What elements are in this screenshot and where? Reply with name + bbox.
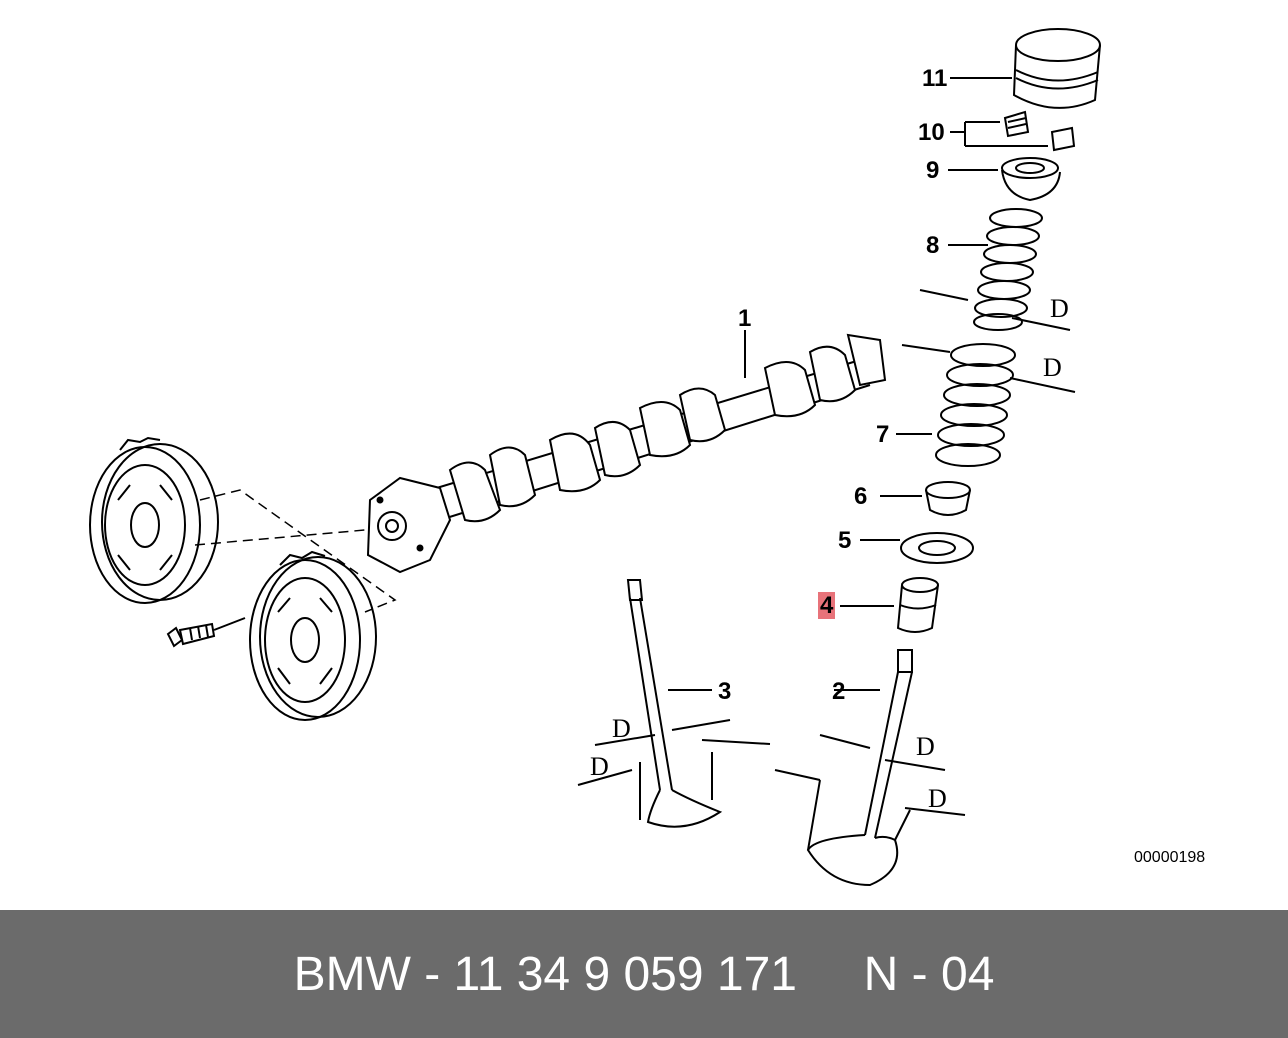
valve-keepers	[950, 112, 1074, 150]
dimension-d-label: D	[928, 784, 947, 813]
callout-5: 5	[838, 527, 852, 554]
callout-6: 6	[854, 483, 868, 510]
dimension-d-label: D	[916, 732, 935, 761]
sprocket-lower	[250, 552, 376, 720]
callout-7: 7	[876, 421, 890, 448]
valve-guide	[840, 578, 938, 632]
callout-10: 10	[918, 119, 945, 146]
callout-1: 1	[738, 305, 752, 332]
footer-text: BMW - 11 34 9 059 171 N - 04	[0, 910, 1288, 1038]
part-number: BMW - 11 34 9 059 171	[293, 947, 797, 1001]
footer-spacer	[797, 947, 864, 1002]
valve-2	[775, 650, 965, 885]
valve-3	[578, 580, 770, 827]
callout-9: 9	[926, 157, 940, 184]
callout-8: 8	[926, 232, 940, 259]
spring-seat-washer	[860, 533, 973, 563]
diagram-position: N - 04	[863, 947, 995, 1001]
drawing-code: 00000198	[1134, 849, 1206, 866]
bucket-tappet	[950, 29, 1100, 108]
inner-valve-spring	[948, 209, 1042, 330]
callout-4: 4	[818, 592, 836, 619]
callout-11: 11	[922, 65, 948, 92]
dimension-d-label: D	[612, 714, 631, 743]
sprocket-upper	[90, 438, 218, 603]
callout-4-highlight: 4	[818, 592, 836, 619]
dimension-d-label: D	[1043, 353, 1062, 382]
callout-3: 3	[718, 678, 732, 705]
bolt	[168, 618, 245, 646]
valve-stem-seal	[880, 482, 970, 515]
parts-diagram: 1 2 3 4 5 6 7 8 9 10 11 D D D D D D 0000…	[0, 0, 1288, 910]
dimension-d-label: D	[1050, 294, 1069, 323]
camshaft	[368, 330, 885, 572]
dimension-d-label: D	[590, 752, 609, 781]
callout-2: 2	[832, 678, 846, 705]
outer-valve-spring	[896, 344, 1015, 466]
spring-retainer	[948, 158, 1060, 200]
exploded-view-drawing	[0, 0, 1288, 910]
footer-bar: BMW - 11 34 9 059 171 N - 04	[0, 910, 1288, 1038]
